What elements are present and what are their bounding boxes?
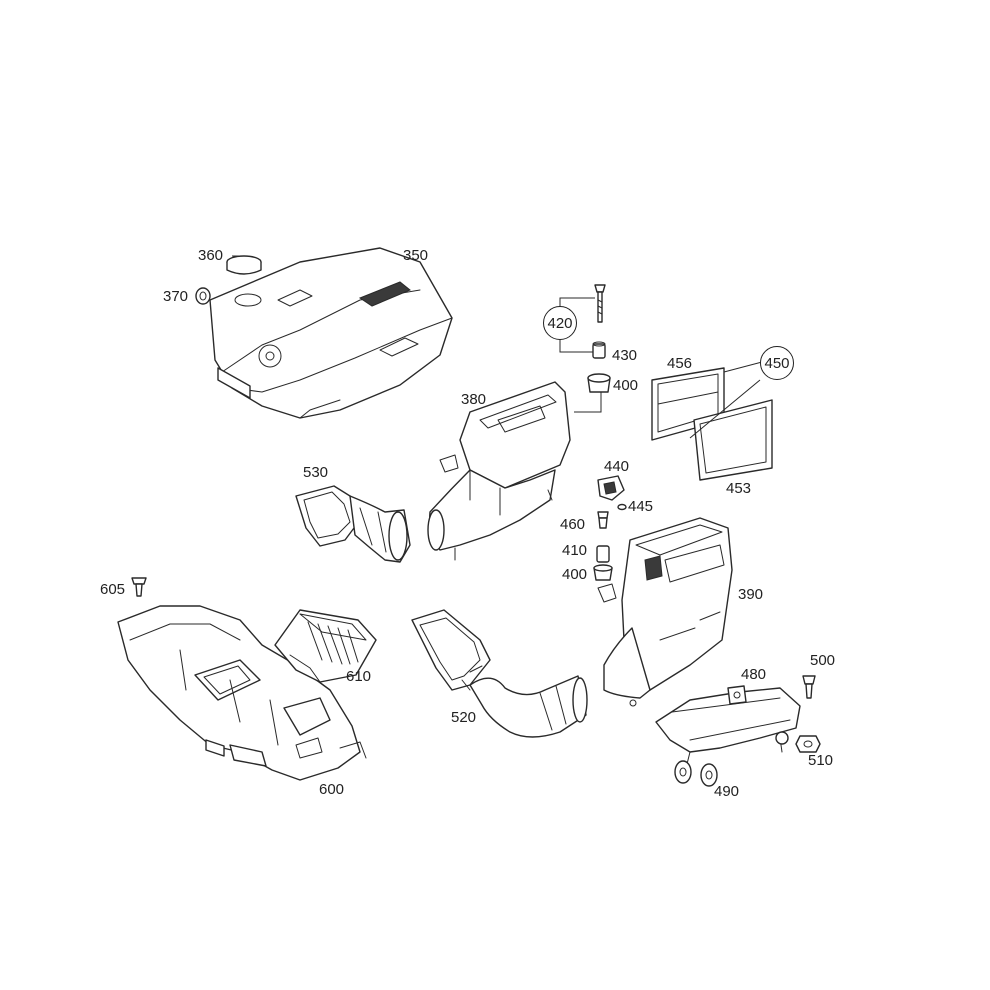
callout-530: 530 xyxy=(303,464,329,481)
callout-360: 360 xyxy=(198,247,224,264)
callout-400-lower: 400 xyxy=(562,566,588,583)
callout-380: 380 xyxy=(461,391,487,408)
rubber-mount-parts xyxy=(674,760,718,787)
callout-430: 430 xyxy=(612,347,638,364)
callout-500: 500 xyxy=(810,652,836,669)
callout-510: 510 xyxy=(808,752,834,769)
callout-610: 610 xyxy=(346,668,372,685)
leader-420-lower xyxy=(559,340,593,353)
callout-440: 440 xyxy=(604,458,630,475)
callout-350: 350 xyxy=(403,247,429,264)
callout-520: 520 xyxy=(451,709,477,726)
filter-element-parts xyxy=(651,361,773,481)
callout-445: 445 xyxy=(628,498,654,515)
callout-410: 410 xyxy=(562,542,588,559)
callout-453: 453 xyxy=(726,480,752,497)
callout-490: 490 xyxy=(714,783,740,800)
nut-part xyxy=(795,735,821,753)
air-filter-housing-upper-part xyxy=(427,381,571,561)
callout-605: 605 xyxy=(100,581,126,598)
callout-600: 600 xyxy=(319,781,345,798)
callout-390: 390 xyxy=(738,586,764,603)
callout-456: 456 xyxy=(667,355,693,372)
clip-part xyxy=(131,577,147,597)
bracket-part xyxy=(655,685,801,769)
cap-part xyxy=(226,255,262,275)
duct-grille-part xyxy=(274,609,377,683)
callout-370: 370 xyxy=(163,288,189,305)
callout-400-upper: 400 xyxy=(613,377,639,394)
engine-cover-part xyxy=(209,247,453,419)
intake-duct-lower-part xyxy=(411,609,588,738)
mount-hardware-parts xyxy=(587,284,627,581)
callout-480: 480 xyxy=(741,666,767,683)
callout-460: 460 xyxy=(560,516,586,533)
underbody-tray-part xyxy=(117,605,367,781)
intake-duct-upper-part xyxy=(295,485,411,563)
callout-420: 420 xyxy=(543,306,577,340)
leader-400 xyxy=(574,392,602,413)
grommet-part xyxy=(195,287,211,305)
air-filter-housing-lower-part xyxy=(597,517,733,707)
callout-450: 450 xyxy=(760,346,794,380)
bolt-part xyxy=(802,675,816,699)
